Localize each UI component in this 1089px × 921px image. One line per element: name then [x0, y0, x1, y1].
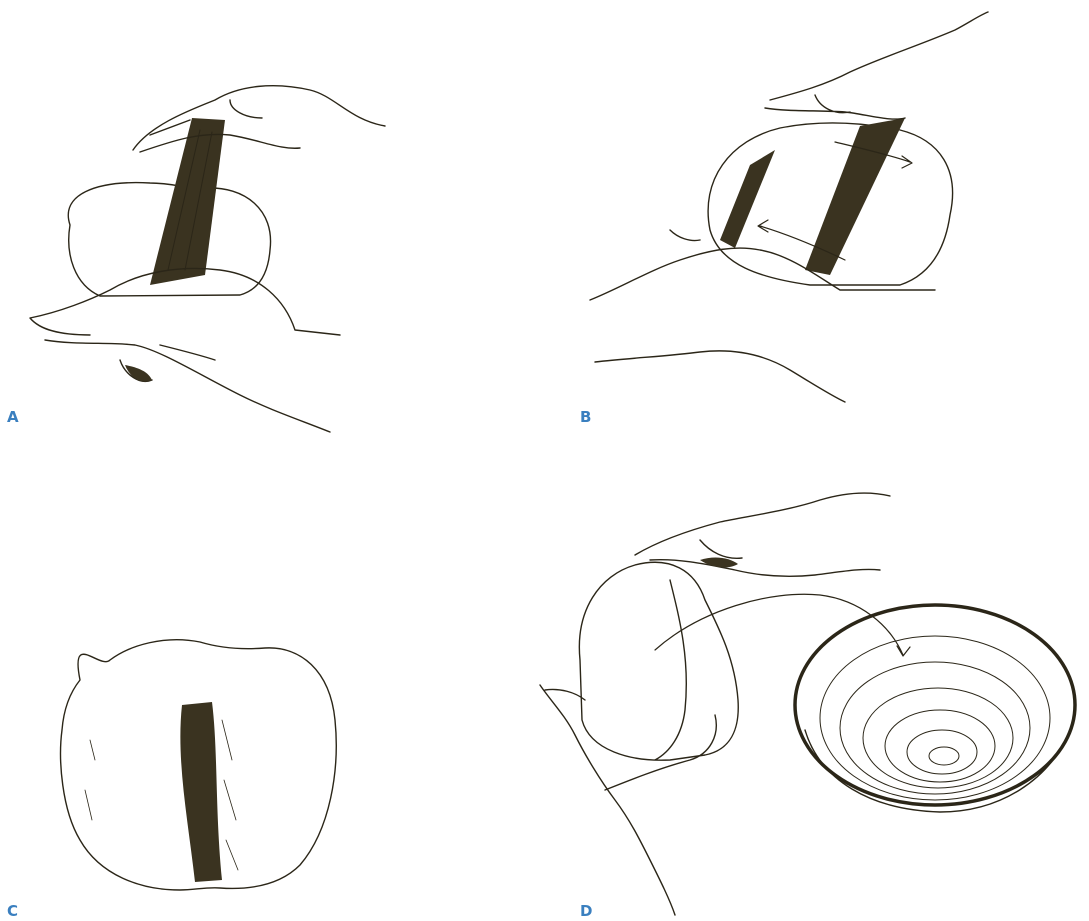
rolling-pin [805, 118, 905, 275]
transfer-arrow [655, 594, 910, 656]
folded-dough [579, 562, 738, 760]
panel-label-a: A [7, 410, 19, 425]
rolling-pin-sideways-drawing [560, 0, 1089, 440]
bottom-hand [30, 268, 340, 432]
panel-label-d: D [580, 904, 592, 919]
panel-label-c: C [7, 904, 18, 919]
panel-label-b: B [580, 410, 591, 425]
top-hand [133, 86, 385, 152]
dough-indentation [180, 702, 222, 882]
banneton-basket [795, 605, 1075, 805]
rolling-pin [150, 118, 225, 285]
bottom-hand [590, 230, 935, 402]
top-hand [765, 12, 988, 119]
illustration-panel-a [0, 0, 420, 440]
illustration-panel-b [560, 0, 1089, 440]
illustration-panel-c [0, 460, 420, 921]
transfer-to-basket-drawing [520, 460, 1089, 921]
top-hand [635, 493, 890, 576]
indented-dough-drawing [0, 460, 420, 921]
rolling-pin-on-dough-drawing [0, 0, 420, 440]
illustration-panel-d [520, 460, 1089, 921]
bottom-hand [540, 685, 716, 915]
